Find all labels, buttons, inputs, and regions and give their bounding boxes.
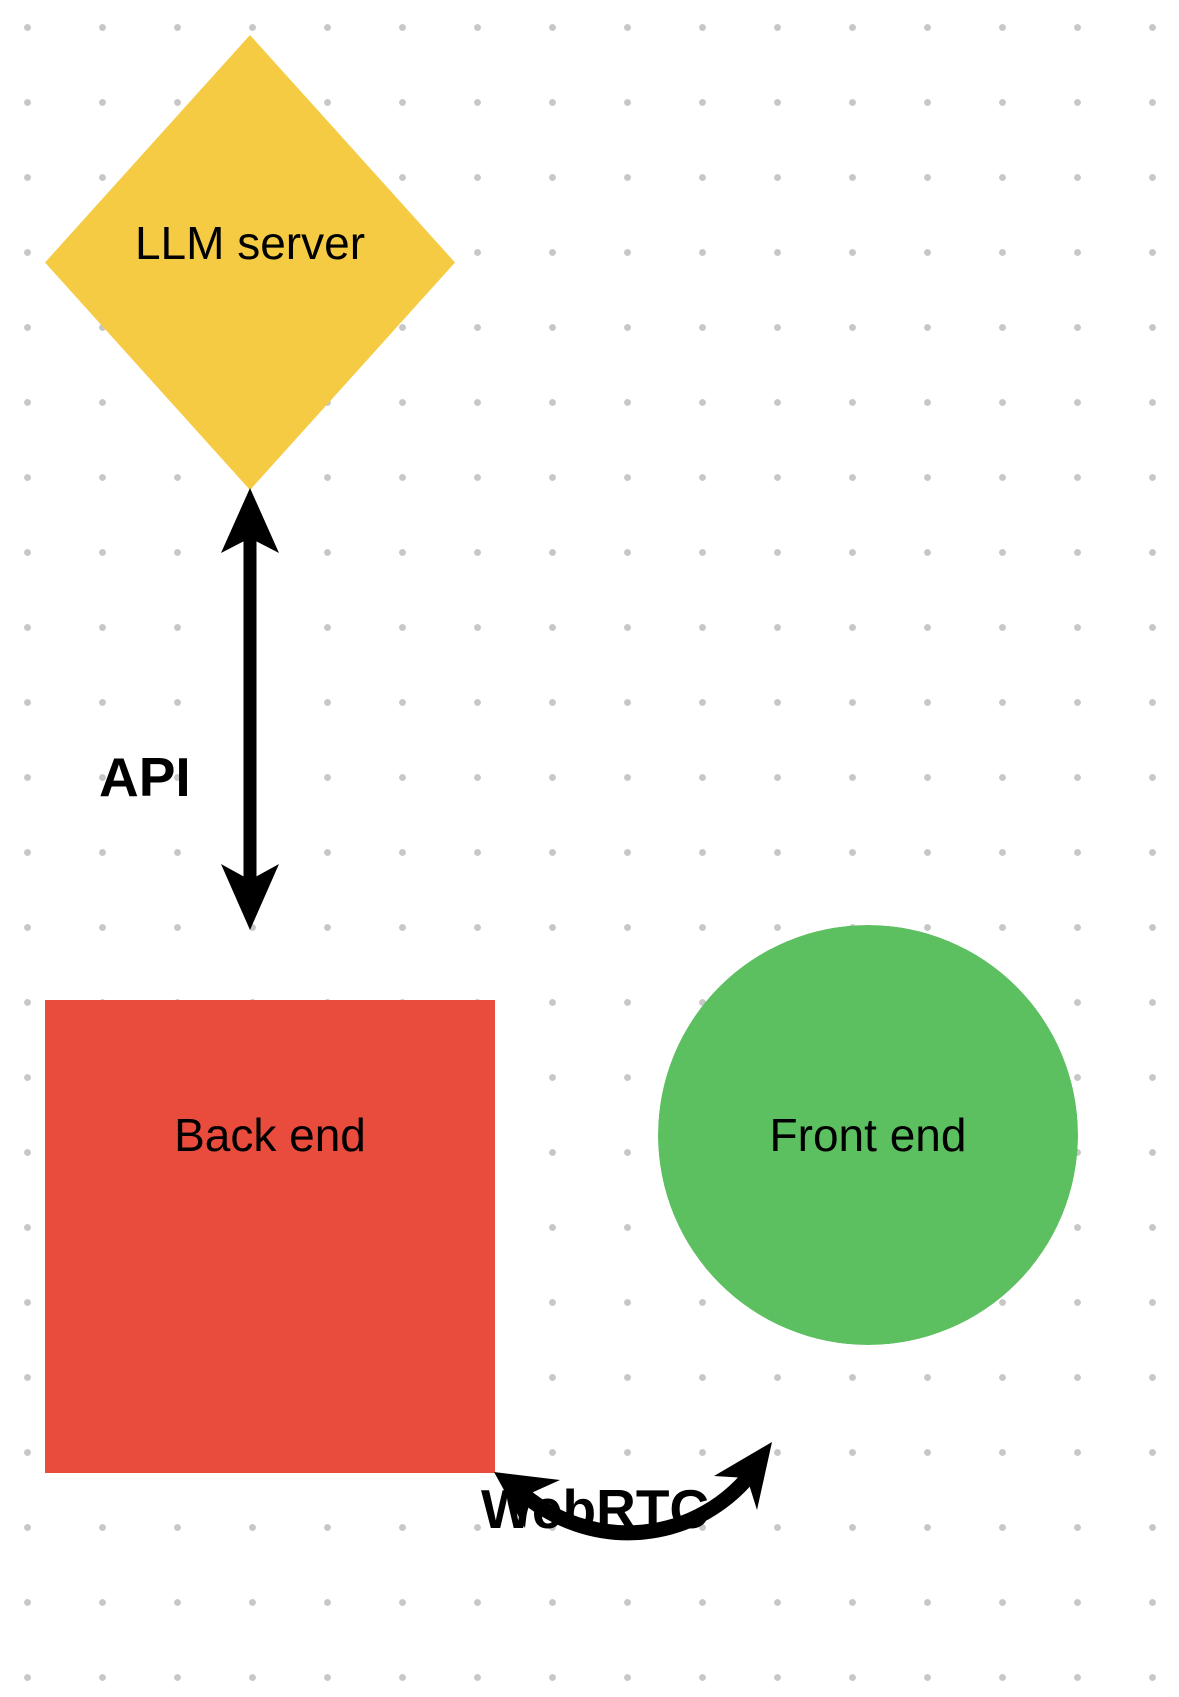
api-arrowhead-top [221, 488, 279, 553]
edge-api[interactable] [221, 488, 279, 930]
node-label-front-end: Front end [769, 1109, 967, 1161]
node-label-llm-server: LLM server [134, 217, 366, 269]
edge-label-api: API [99, 746, 191, 808]
edge-label-webrtc: WebRTC [481, 1478, 710, 1540]
diamond-shape [45, 35, 455, 490]
rectangle-shape [45, 1000, 495, 1473]
node-llm-server[interactable] [45, 35, 455, 490]
node-back-end[interactable] [45, 1000, 495, 1473]
node-label-back-end: Back end [174, 1109, 366, 1161]
webrtc-arrowhead-right [714, 1442, 772, 1510]
node-front-end[interactable] [658, 925, 1078, 1345]
api-arrowhead-bottom [221, 864, 279, 930]
circle-shape [658, 925, 1078, 1345]
